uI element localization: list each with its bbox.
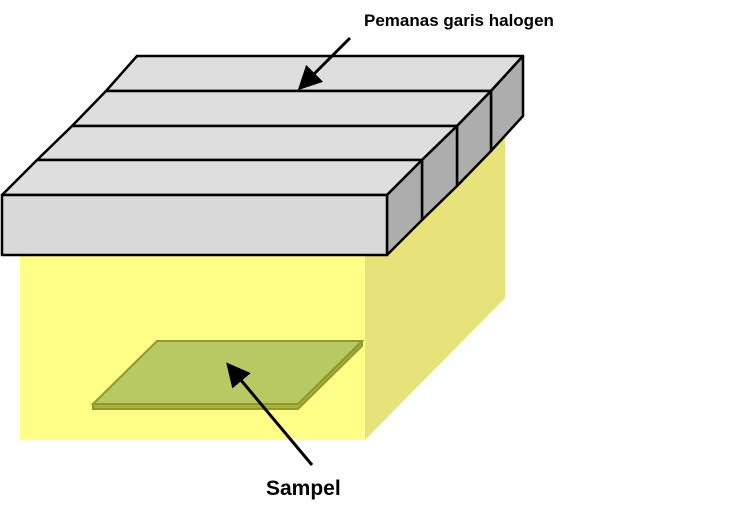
sample-label: Sampel [266,477,341,500]
chamber-side-face [365,120,505,440]
heater-lamp-1 [0,158,424,257]
heater-arrow [297,36,352,91]
heater-label: Pemanas garis halogen [364,11,554,30]
heater-lamps [0,54,525,257]
sample-arrow [226,362,314,466]
